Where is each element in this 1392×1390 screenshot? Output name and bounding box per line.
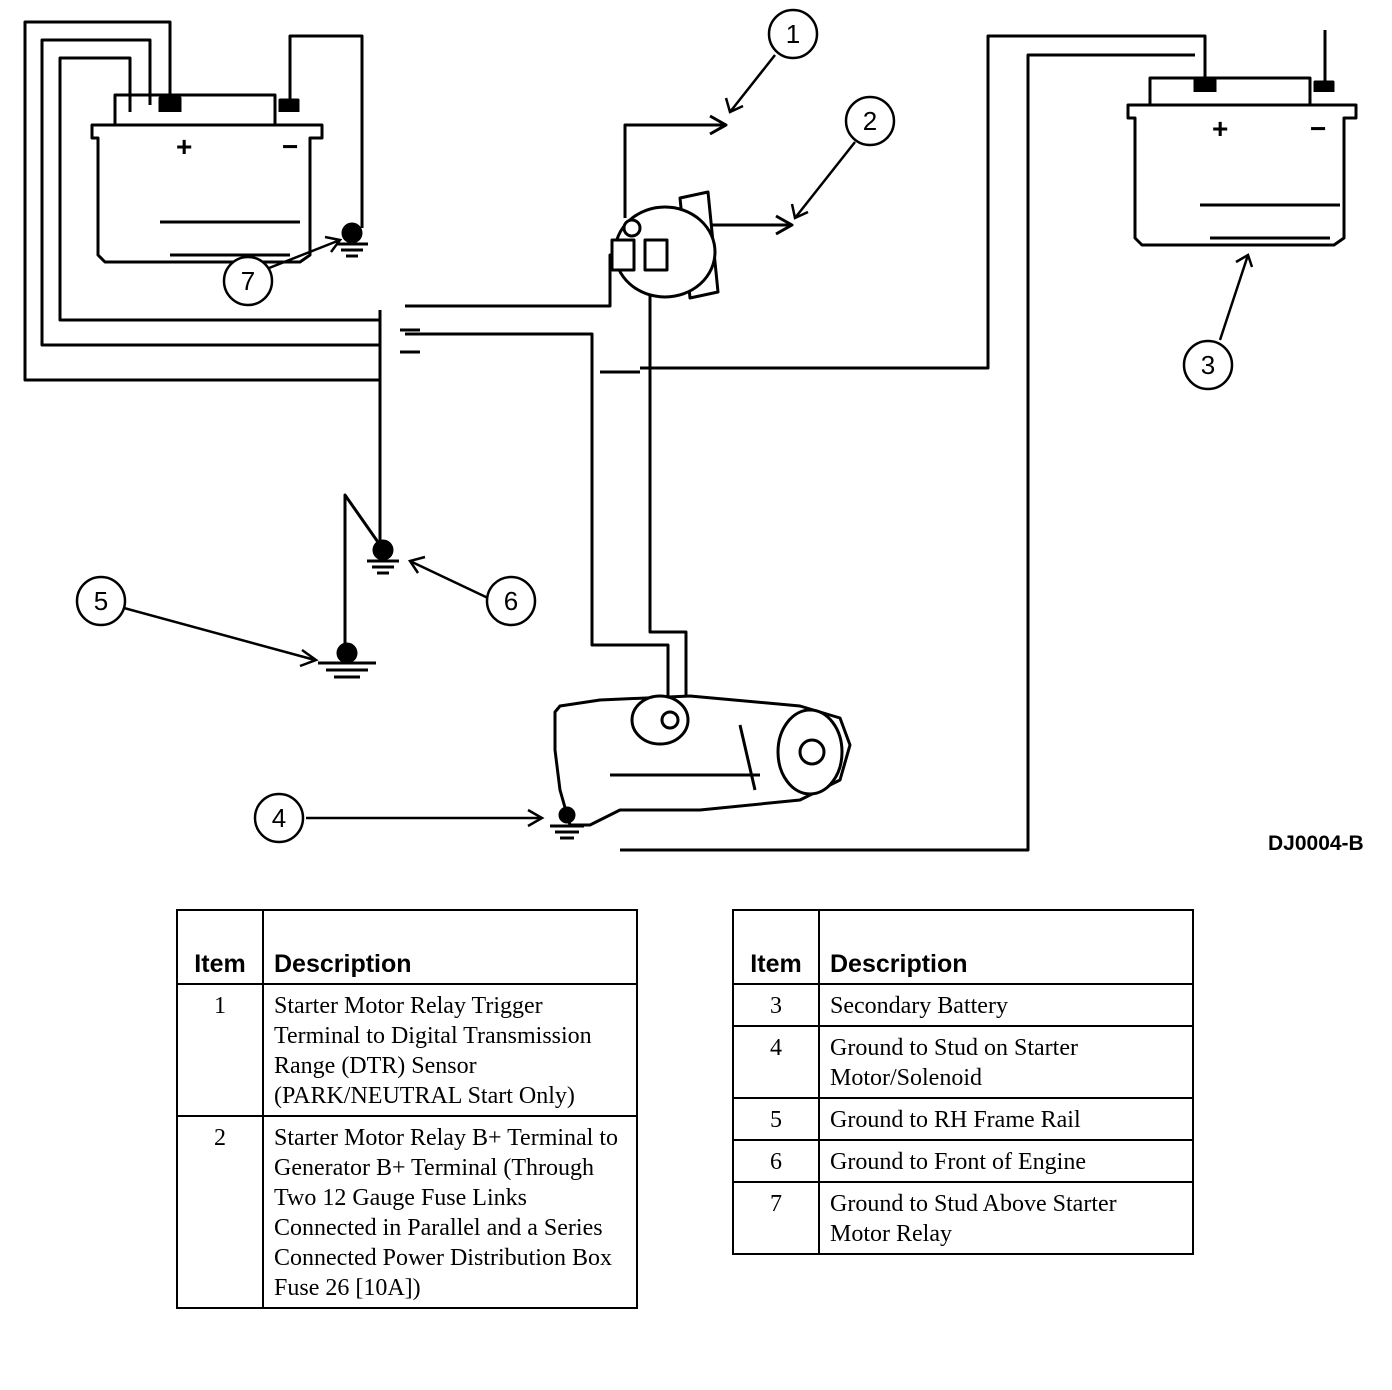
wire-relay-to-starter (648, 285, 688, 700)
secondary-cable-inner (620, 53, 1195, 852)
primary-battery-negative: − (282, 131, 298, 162)
header-item: Item (176, 909, 264, 985)
callout-leaders (123, 54, 1254, 828)
secondary-battery-negative: − (1310, 113, 1326, 144)
starter-motor-relay (610, 190, 720, 300)
table-row: 2 Starter Motor Relay B+ Terminal to Gen… (176, 1115, 638, 1309)
legend-header-row: Item Description (732, 909, 1194, 985)
item-description: Starter Motor Relay Trigger Terminal to … (262, 983, 638, 1117)
item-description: Ground to Stud Above Starter Motor Relay (818, 1181, 1194, 1255)
callout-3: 3 (1201, 350, 1215, 380)
callout-2-circle (844, 95, 896, 147)
wire-battery-to-relay (405, 253, 620, 308)
callout-5: 5 (94, 586, 108, 616)
item-description: Ground to RH Frame Rail (818, 1097, 1194, 1141)
header-description: Description (818, 909, 1194, 985)
legend-table-right: Item Description 3 Secondary Battery 4 G… (732, 909, 1194, 1255)
callout-1: 1 (786, 19, 800, 49)
cable-break-dashes (400, 328, 640, 374)
wiring-diagram: + − + − (23, 8, 1358, 852)
battery-cable-middle (40, 38, 380, 347)
header-description: Description (262, 909, 638, 985)
callout-5-circle (75, 575, 127, 627)
item-number: 1 (176, 983, 264, 1117)
table-row: 7 Ground to Stud Above Starter Motor Rel… (732, 1181, 1194, 1255)
item-number: 2 (176, 1115, 264, 1309)
item-number: 6 (732, 1139, 820, 1183)
callout-7-circle (222, 255, 274, 307)
secondary-battery-positive: + (1212, 113, 1228, 144)
battery-cable-inner (58, 56, 380, 322)
callout-4-circle (253, 792, 305, 844)
item-number: 7 (732, 1181, 820, 1255)
callout-2: 2 (863, 106, 877, 136)
item-description: Starter Motor Relay B+ Terminal to Gener… (262, 1115, 638, 1309)
table-row: 1 Starter Motor Relay Trigger Terminal t… (176, 983, 638, 1117)
starter-motor (553, 694, 852, 827)
callout-1-circle (767, 8, 819, 60)
ground-symbols (318, 222, 584, 840)
item-description: Ground to Stud on Starter Motor/Solenoid (818, 1025, 1194, 1099)
wire-bplus-2-arrow (775, 214, 794, 236)
table-row: 4 Ground to Stud on Starter Motor/Soleno… (732, 1025, 1194, 1099)
ground-wire-frame (343, 493, 382, 650)
callout-6-circle (485, 575, 537, 627)
item-number: 5 (732, 1097, 820, 1141)
item-description: Secondary Battery (818, 983, 1194, 1027)
item-number: 3 (732, 983, 820, 1027)
legend-header-row: Item Description (176, 909, 638, 985)
battery-negative-cable (288, 34, 364, 228)
callout-3-circle (1182, 339, 1234, 391)
secondary-battery (1126, 76, 1358, 247)
table-row: 5 Ground to RH Frame Rail (732, 1097, 1194, 1141)
callout-7: 7 (241, 266, 255, 296)
battery-cable-outer (23, 20, 380, 382)
primary-battery-positive: + (176, 131, 192, 162)
figure-id: DJ0004-B (1268, 832, 1364, 855)
wire-trigger-1 (623, 123, 725, 218)
table-row: 6 Ground to Front of Engine (732, 1139, 1194, 1183)
callout-4: 4 (272, 803, 286, 833)
item-number: 4 (732, 1025, 820, 1099)
callout-6: 6 (504, 586, 518, 616)
table-row: 3 Secondary Battery (732, 983, 1194, 1027)
wire-trigger-1-arrow (709, 114, 728, 136)
wire-to-starter (405, 332, 670, 700)
secondary-cable-outer (640, 34, 1207, 370)
primary-battery (90, 93, 324, 264)
legend-table-left: Item Description 1 Starter Motor Relay T… (176, 909, 638, 1309)
header-item: Item (732, 909, 820, 985)
item-description: Ground to Front of Engine (818, 1139, 1194, 1183)
